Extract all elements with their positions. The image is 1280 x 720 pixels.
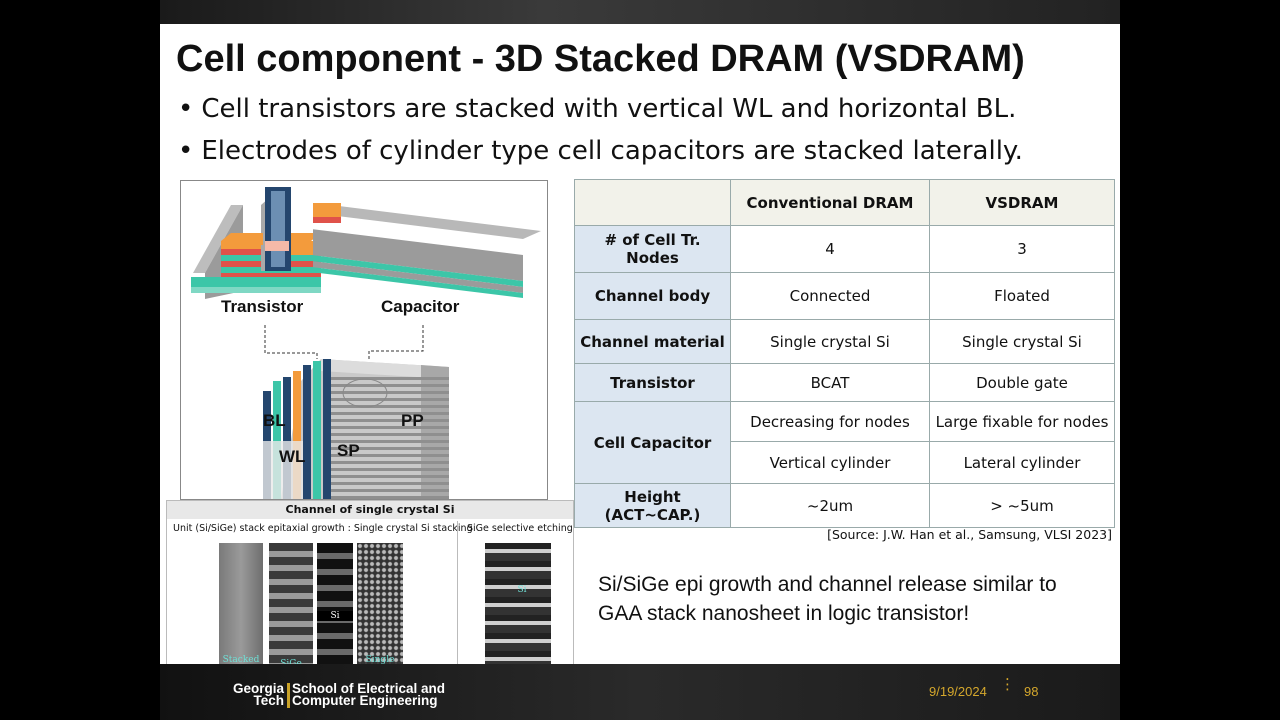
vsdram-3d-diagram: Transistor Capacitor BL WL SP PP <box>180 180 548 500</box>
table-row: Channel body Connected Floated <box>574 272 1115 320</box>
source-citation: [Source: J.W. Han et al., Samsung, VLSI … <box>827 527 1112 542</box>
note-text: Si/SiGe epi growth and channel release s… <box>598 573 1057 625</box>
cell-conv: ~2um <box>730 483 930 528</box>
row-label: Channel body <box>574 272 731 320</box>
vsdram-structure-drawing <box>191 187 541 499</box>
tem-image-1 <box>219 543 263 679</box>
cell-conv: Vertical cylinder <box>730 441 930 484</box>
bullet-1-text: Cell transistors are stacked with vertic… <box>201 94 1017 124</box>
bl-label: BL <box>263 411 286 430</box>
table-row: Cell Capacitor Decreasing for nodes Larg… <box>574 401 1115 484</box>
bullet-2-text: Electrodes of cylinder type cell capacit… <box>201 136 1023 166</box>
logo-tech: Tech <box>253 693 284 708</box>
cell-conv: Connected <box>730 272 930 320</box>
row-label: Transistor <box>574 363 731 402</box>
logo-georgia: Georgia <box>232 681 284 696</box>
cell-conv: Single crystal Si <box>730 319 930 364</box>
slide-title: Cell component - 3D Stacked DRAM (VSDRAM… <box>176 38 1025 80</box>
cell-vs: Double gate <box>929 363 1115 402</box>
cell-vs: > ~5um <box>929 483 1115 528</box>
row-label: Cell Capacitor <box>574 401 731 484</box>
footer-date: 9/19/2024 <box>929 684 987 699</box>
transistor-label: Transistor <box>221 297 304 316</box>
cell-conv: Decreasing for nodes <box>730 401 930 442</box>
table-row: # of Cell Tr. Nodes 4 3 <box>574 225 1115 273</box>
bullet-1: •Cell transistors are stacked with verti… <box>178 94 1017 124</box>
table-header-conventional: Conventional DRAM <box>730 179 930 226</box>
capacitor-label: Capacitor <box>381 297 460 316</box>
table-header-vsdram: VSDRAM <box>929 179 1115 226</box>
pp-label: PP <box>401 411 424 430</box>
row-label: # of Cell Tr. Nodes <box>574 225 731 273</box>
window-top-strip <box>160 0 1120 24</box>
channel-heading: Channel of single crystal Si <box>167 501 573 519</box>
tem-image-4 <box>357 543 403 679</box>
cell-vs: Floated <box>929 272 1115 320</box>
caption-si: Si <box>317 611 353 621</box>
table-row: Vertical cylinder Lateral cylinder <box>575 441 1115 484</box>
caption-si-etch: Si <box>517 585 527 595</box>
channel-tem-panel: Channel of single crystal Si Unit (Si/Si… <box>166 500 574 682</box>
bullet-2: •Electrodes of cylinder type cell capaci… <box>178 136 1023 166</box>
cell-conv: 4 <box>730 225 930 273</box>
table-header-empty <box>574 179 731 226</box>
footer-bar <box>160 664 1120 720</box>
logo-school-line2: Computer Engineering <box>292 693 438 708</box>
page-number: 98 <box>1024 684 1039 699</box>
cell-vs: 3 <box>929 225 1115 273</box>
row-label: Height (ACT~CAP.) <box>574 483 731 528</box>
slide: Cell component - 3D Stacked DRAM (VSDRAM… <box>160 24 1120 682</box>
cell-vs: Lateral cylinder <box>929 441 1115 484</box>
wl-label: WL <box>279 447 306 466</box>
cell-vs: Large fixable for nodes <box>929 401 1115 442</box>
footer-separator: ⋮ <box>1000 675 1015 693</box>
channel-sub-left: Unit (Si/SiGe) stack epitaxial growth : … <box>173 523 473 534</box>
tem-image-2 <box>269 543 313 679</box>
table-row: Channel material Single crystal Si Singl… <box>574 319 1115 364</box>
table-row: Transistor BCAT Double gate <box>574 363 1115 402</box>
sp-label: SP <box>337 441 360 460</box>
table-row: Height (ACT~CAP.) ~2um > ~5um <box>574 483 1115 528</box>
cell-vs: Single crystal Si <box>929 319 1115 364</box>
comparison-table: Conventional DRAM VSDRAM # of Cell Tr. N… <box>574 179 1115 528</box>
logo-school-line1: School of Electrical and <box>292 681 446 696</box>
row-label: Channel material <box>574 319 731 364</box>
cell-conv: BCAT <box>730 363 930 402</box>
channel-sub-right: SiGe selective etching <box>467 523 573 534</box>
tem-image-5 <box>485 543 551 679</box>
